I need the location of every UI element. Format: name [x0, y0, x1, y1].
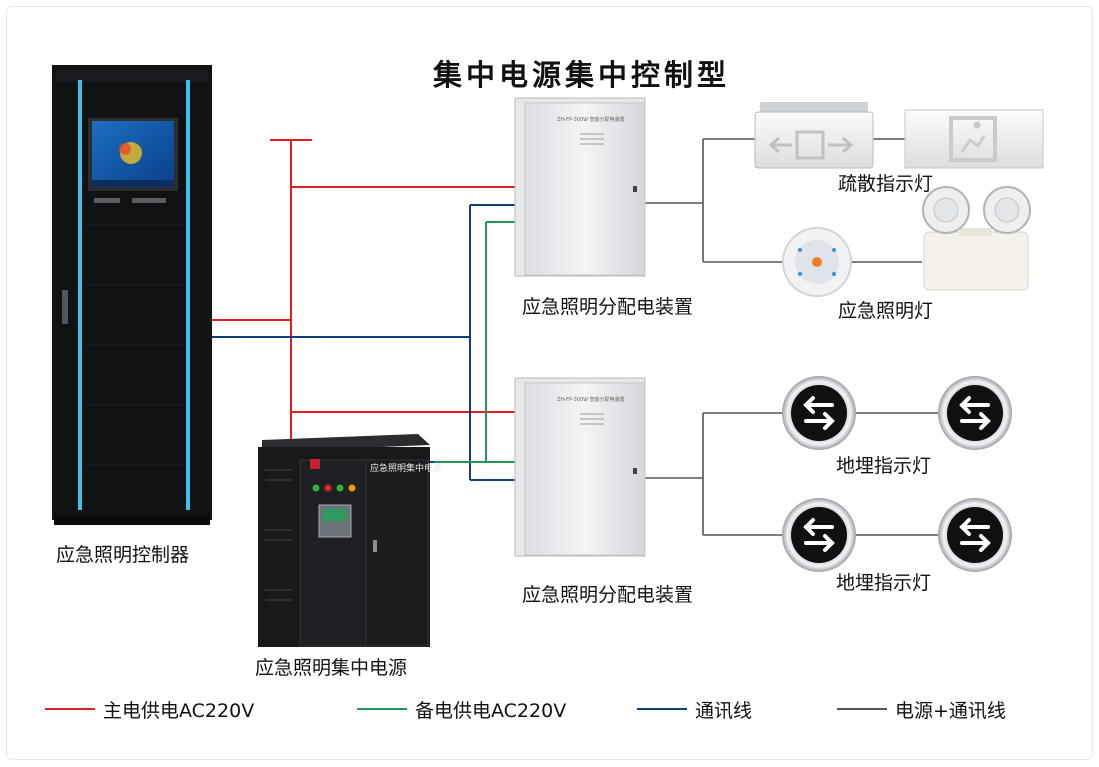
legend-communication-line — [637, 708, 687, 710]
round-ceiling-light-icon — [782, 227, 852, 297]
distribution-top-label: 应急照明分配电装置 — [522, 296, 694, 318]
legend-power-comm-text: 电源+通讯线 — [895, 699, 1006, 722]
legend-backup-power-line — [357, 708, 407, 710]
ground-arrow-indicator-icon — [782, 376, 856, 450]
twin-head-emergency-light-icon — [922, 186, 1031, 291]
evacuation-lights-label: 疏散指示灯 — [838, 173, 934, 195]
legend-backup-power-text: 备电供电AC220V — [415, 699, 567, 722]
legend-communication: 通讯线 — [637, 697, 753, 722]
legend-backup-power: 备电供电AC220V — [357, 697, 567, 722]
power-comm-wires — [645, 138, 938, 536]
central-power-label: 应急照明集中电源 — [255, 657, 408, 679]
distribution-top-panel-text: ZH-FP-300W 智能分配电装置 — [557, 117, 625, 123]
distribution-bottom-panel-text: ZH-FP-300W 智能分配电装置 — [557, 397, 625, 403]
distribution-bottom-label: 应急照明分配电装置 — [522, 584, 694, 606]
controller-label: 应急照明控制器 — [56, 544, 190, 566]
main-power-wires — [212, 139, 525, 443]
distribution-panel-bottom — [514, 377, 646, 557]
legend-main-power-line — [45, 708, 95, 710]
page-title: 集中电源集中控制型 — [433, 58, 731, 92]
controller-cabinet — [52, 65, 212, 525]
emergency-lights-label: 应急照明灯 — [838, 300, 934, 322]
central-power-cabinet — [258, 434, 430, 647]
central-power-panel-text: 应急照明集中电源 — [370, 464, 443, 474]
ground-arrow-indicator-icon — [938, 498, 1012, 572]
legend-power-comm: 电源+通讯线 — [837, 697, 1006, 722]
backup-power-wires — [434, 221, 525, 463]
legend-power-comm-line — [837, 708, 887, 710]
legend-main-power-text: 主电供电AC220V — [103, 699, 255, 722]
ground-lights-label-2: 地埋指示灯 — [836, 572, 932, 594]
legend-communication-text: 通讯线 — [695, 699, 753, 722]
legend-main-power: 主电供电AC220V — [45, 697, 255, 722]
diagram-frame — [6, 6, 1093, 760]
emergency-exit-arrow-sign-icon — [754, 102, 874, 169]
running-man-exit-sign-icon — [904, 109, 1044, 169]
distribution-panel-top — [514, 97, 646, 277]
ground-arrow-indicator-icon — [782, 498, 856, 572]
ground-arrow-indicator-icon — [938, 376, 1012, 450]
ground-lights-label-1: 地埋指示灯 — [836, 455, 932, 477]
